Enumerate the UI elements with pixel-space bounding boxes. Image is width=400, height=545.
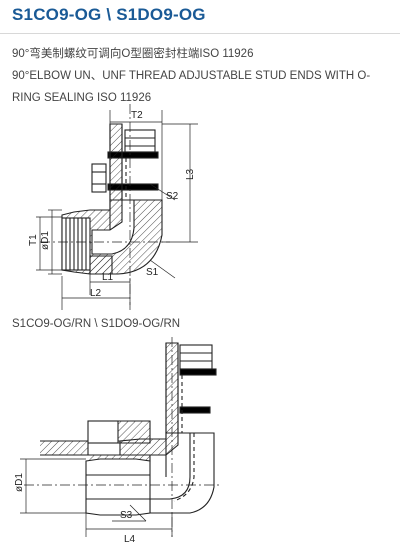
dim-l2: L2 [90,288,102,299]
elbow-drawing-2: øD1 S3 L4 [14,337,222,545]
dim-l3: L3 [185,168,196,180]
dim-t1: T1 [28,234,39,246]
page-title: S1CO9-OG \ S1DO9-OG [12,5,206,24]
dim-d1: øD1 [40,231,51,250]
description-en-2: RING SEALING ISO 11926 [12,92,152,104]
dim-l1: L1 [102,272,114,283]
variant-subtitle: S1CO9-OG/RN \ S1DO9-OG/RN [12,318,181,330]
title-divider [0,33,400,34]
elbow-drawing-1: T2 L3 S2 T1 øD1 S1 L1 L2 [28,104,198,310]
dim-s1: S1 [146,267,159,278]
dim-d1: øD1 [14,473,25,492]
dim-l4: L4 [124,534,136,545]
dim-t2: T2 [131,110,143,121]
dim-s2: S2 [166,191,179,202]
product-description: 90°弯美制螺纹可调向O型圈密封柱端ISO 11926 90°ELBOW UN、… [12,43,392,109]
description-cn: 90°弯美制螺纹可调向O型圈密封柱端ISO 11926 [12,48,254,60]
dim-s3: S3 [120,510,133,521]
description-en-1: 90°ELBOW UN、UNF THREAD ADJUSTABLE STUD E… [12,70,371,82]
